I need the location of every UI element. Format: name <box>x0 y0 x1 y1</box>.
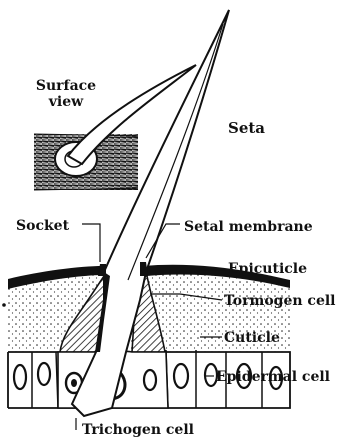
label-seta: Seta <box>228 119 265 137</box>
label-epidermal-cell: Epidermal cell <box>216 369 330 385</box>
label-trichogen-cell: Trichogen cell <box>82 422 194 438</box>
socket-leader <box>82 224 100 262</box>
epidermal-nucleus <box>174 364 188 388</box>
label-surface-view-line2: view <box>48 94 84 110</box>
setal-socket-left <box>98 264 106 276</box>
label-surface-view-line1: Surface <box>36 78 96 94</box>
tormogen-nucleus-inner <box>71 379 77 387</box>
label-setal-membrane: Setal membrane <box>184 219 313 235</box>
epidermal-nucleus <box>38 363 50 385</box>
label-epicuticle: Epicuticle <box>228 261 307 277</box>
label-cuticle: Cuticle <box>224 330 280 346</box>
label-tormogen-cell: Tormogen cell <box>224 293 336 309</box>
stray-dot <box>2 303 6 307</box>
trichogen-nucleus-small <box>144 370 156 390</box>
epidermal-nucleus <box>14 365 26 389</box>
label-socket: Socket <box>16 218 70 234</box>
